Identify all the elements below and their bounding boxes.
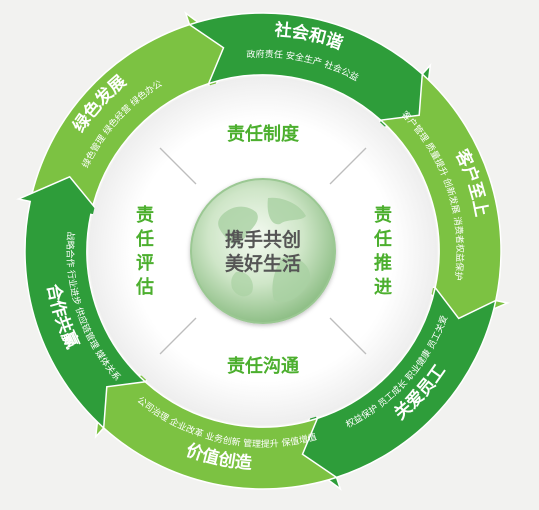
inner-label-right: 责任推进 (373, 205, 392, 298)
inner-label-left: 责任评估 (135, 205, 154, 298)
inner-label-right-text: 责任推进 (373, 205, 392, 298)
globe-icon (190, 178, 336, 324)
center-slogan-line2: 美好生活 (225, 252, 301, 275)
inner-label-top: 责任制度 (227, 123, 300, 145)
inner-label-left-text: 责任评估 (135, 205, 154, 298)
inner-dividers (159, 147, 367, 355)
inner-label-bottom: 责任沟通 (227, 355, 299, 377)
segment-win-win-cooperation-arrow (16, 175, 147, 430)
center-slogan-line1: 携手共创 (225, 228, 301, 251)
